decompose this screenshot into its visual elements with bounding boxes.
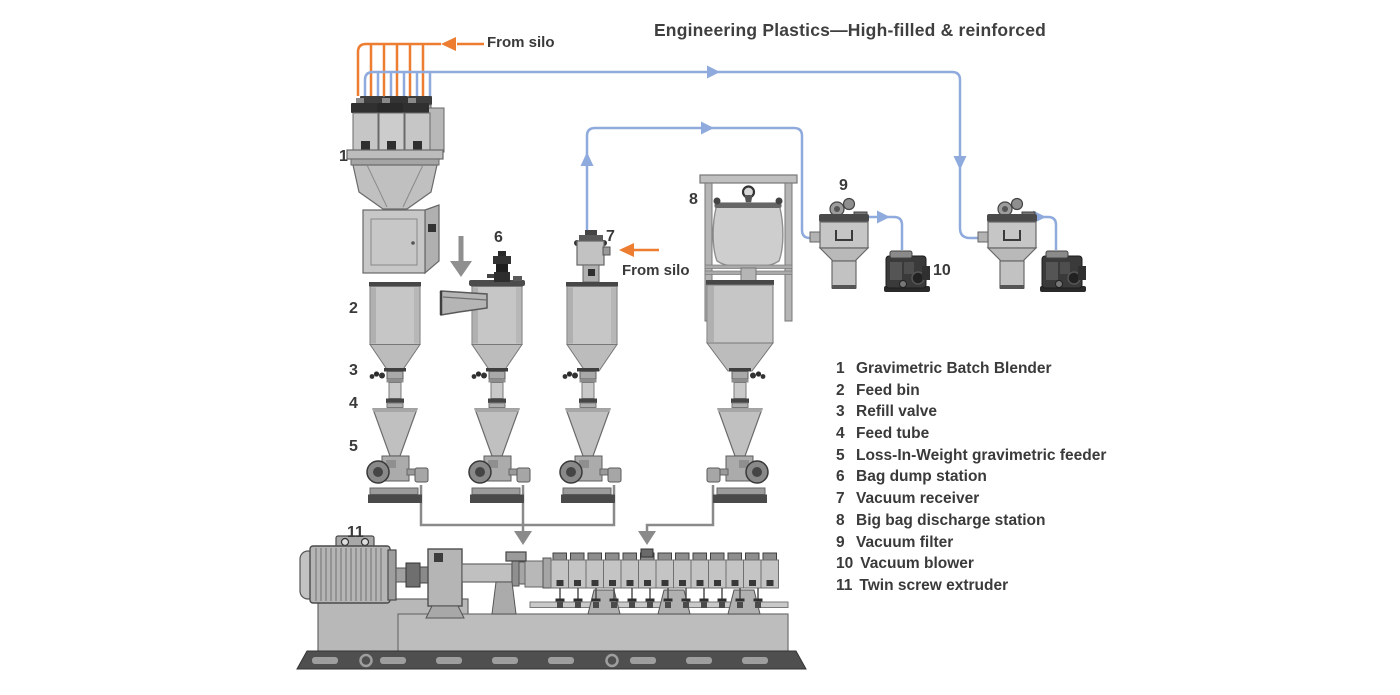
barrel-side-feed-port (640, 548, 654, 558)
legend-item-11: 11 Twin screw extruder (836, 575, 1106, 597)
feeder-discharge-lines (419, 485, 715, 531)
blender-cabinet (362, 204, 440, 275)
callout-9-vacuum-filter: 9 (839, 177, 848, 194)
diagram-title: Engineering Plastics—High-filled & reinf… (653, 20, 1047, 40)
vacuum-line-receiver-to-filter (585, 126, 813, 240)
feed-arrow-main (514, 531, 532, 545)
big-bag (712, 197, 784, 269)
legend-label: Gravimetric Batch Blender (856, 360, 1052, 377)
callout-3-refill-valve: 3 (349, 362, 358, 379)
liw-feeder-2 (468, 367, 531, 504)
legend-label: Vacuum filter (856, 533, 954, 551)
legend-item-2: 2 Feed bin (836, 380, 1106, 402)
feed-arrow-side (638, 531, 656, 545)
vacuum-arrow-right-1 (707, 65, 720, 79)
callout-10-vacuum-blower: 10 (933, 262, 951, 279)
liw-feeder-4 (706, 367, 769, 504)
legend-label: Vacuum blower (860, 555, 974, 573)
callout-6-bag-dump: 6 (494, 229, 503, 246)
extruder-coupling (395, 562, 431, 588)
extruder-gearbox (425, 548, 465, 619)
bag-dump-station (439, 251, 525, 372)
legend-label: Bag dump station (856, 468, 987, 486)
vacuum-arrow-down-1 (953, 156, 967, 170)
callout-11-extruder: 11 (347, 524, 364, 541)
extruder-motor (299, 535, 397, 604)
extruder-skid (296, 650, 807, 670)
barrel-sensors (556, 580, 774, 586)
legend-item-4: 4 Feed tube (836, 423, 1106, 445)
equipment-legend: 1 Gravimetric Batch Blender 2 Feed bin 3… (836, 358, 1106, 597)
extruder-rail (529, 601, 789, 608)
legend-label: Feed bin (856, 381, 920, 399)
vacuum-filter-2 (977, 197, 1038, 290)
gravimetric-batch-blender (346, 96, 445, 275)
from-silo-label-top: From silo (487, 34, 555, 51)
liw-feeder-3 (559, 367, 622, 504)
barrel-bodies (550, 559, 779, 589)
legend-item-8: 8 Big bag discharge station (836, 510, 1106, 532)
vacuum-line-blender-to-filter (363, 70, 978, 240)
extruder-barrel-segments (550, 548, 779, 589)
from-silo-label-mid: From silo (622, 262, 690, 279)
callout-1-batch-blender: 1 (339, 148, 348, 165)
callout-7-vacuum-receiver: 7 (606, 228, 615, 245)
callout-2-feed-bin: 2 (349, 300, 358, 317)
legend-item-3: 3 Refill valve (836, 401, 1106, 423)
legend-label: Twin screw extruder (859, 576, 1009, 594)
extruder-barrel-intro (461, 551, 552, 615)
legend-item-10: 10 Vacuum blower (836, 553, 1106, 575)
legend-item-5: 5 Loss-In-Weight gravimetric feeder (836, 445, 1106, 467)
bag-dump-feed-arrow (450, 236, 472, 277)
vacuum-receiver (574, 230, 611, 283)
legend-label: Vacuum receiver (856, 490, 980, 508)
big-bag-frame-beam (699, 174, 798, 184)
callout-8-big-bag: 8 (689, 191, 698, 208)
extruder-main-base (397, 613, 789, 654)
vacuum-arrow-right-2 (701, 121, 714, 135)
blender-mixing-hopper (352, 164, 438, 210)
silo-arrow-mid (619, 243, 634, 257)
vacuum-line-filter1-to-blower1 (858, 215, 904, 250)
vacuum-blower-2 (1039, 250, 1087, 293)
legend-label: Loss-In-Weight gravimetric feeder (856, 446, 1107, 464)
callout-5-liw-feeder: 5 (349, 438, 358, 455)
extruder-feed-block (505, 551, 527, 562)
legend-item-1: 1 Gravimetric Batch Blender (836, 358, 1106, 380)
legend-item-9: 9 Vacuum filter (836, 532, 1106, 554)
vacuum-filter-1 (809, 197, 870, 290)
vacuum-arrow-up (580, 152, 594, 166)
callout-4-feed-tube: 4 (349, 395, 358, 412)
silo-supply-line-manifold (356, 42, 484, 96)
legend-label: Feed tube (856, 425, 930, 443)
feed-bin-1 (368, 281, 422, 372)
bag-dump-chute (439, 290, 488, 316)
blender-platform (346, 149, 444, 160)
barrel-caps (552, 552, 777, 561)
feed-bin-3 (565, 281, 619, 372)
silo-arrow-top (441, 37, 456, 51)
liw-feeder-1 (366, 367, 429, 504)
big-bag-discharge-station (699, 174, 798, 372)
legend-label: Big bag discharge station (856, 511, 1046, 529)
feed-bin-4 (706, 280, 774, 372)
legend-item-6: 6 Bag dump station (836, 466, 1106, 488)
vacuum-blower-1 (883, 250, 931, 293)
legend-label: Refill valve (856, 403, 937, 421)
vacuum-arrow-right-3 (877, 210, 890, 224)
barrel-valves (555, 588, 763, 608)
vacuum-line-filter2-to-blower2 (1026, 215, 1058, 250)
twin-screw-extruder (296, 535, 807, 670)
legend-item-7: 7 Vacuum receiver (836, 488, 1106, 510)
bag-dump-lid-motor (487, 251, 511, 282)
silo-supply-line-receiver (619, 243, 659, 257)
